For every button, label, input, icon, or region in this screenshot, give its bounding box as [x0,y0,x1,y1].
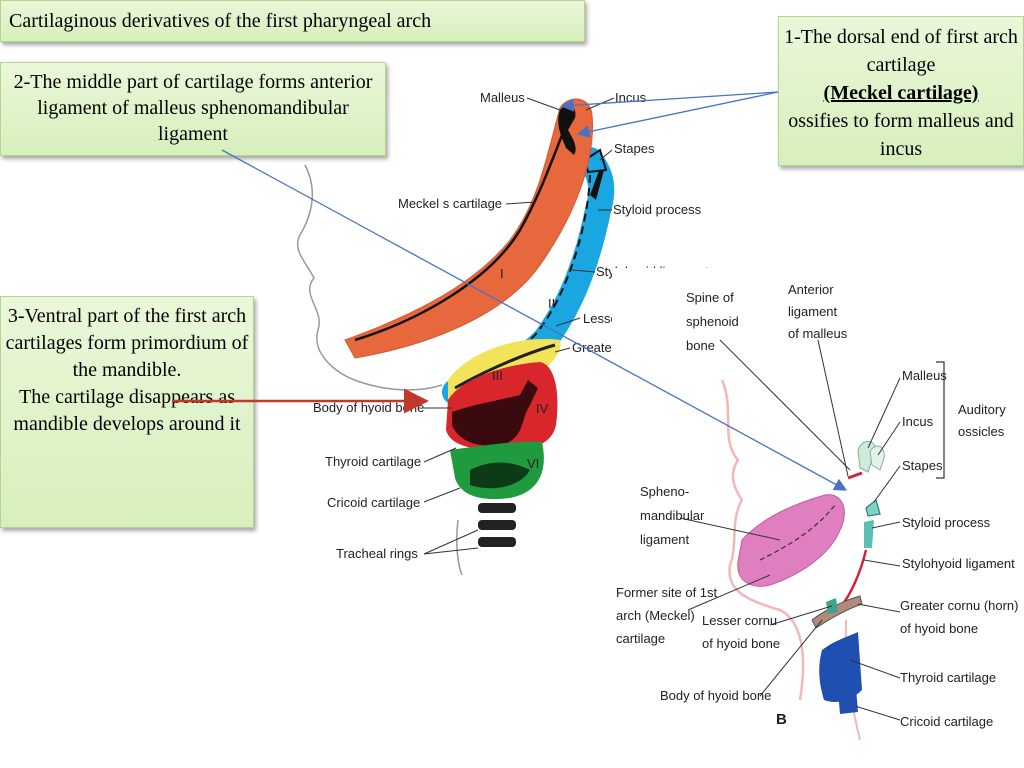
box1-meckel-bold: (Meckel cartilage) [823,82,979,104]
arrow-to-sphenomandibular [221,149,848,491]
left-label-cricoid: Cricoid cartilage [327,495,420,510]
left-label-stapes: Stapes [614,141,655,156]
callout-box-1: 1-The dorsal end of first arch cartilage… [778,16,1024,166]
box3-text-2: The cartilage disappears as mandible dev… [13,386,241,435]
right-label-spine-1: Spine of [686,290,734,305]
right-label-spheno-2: mandibular [640,508,705,523]
right-label-spheno-3: ligament [640,532,690,547]
left-label-tracheal: Tracheal rings [336,546,418,561]
right-label-incus: Incus [902,414,934,429]
neck-outline [456,519,463,576]
thyroid-cartilage-mark [452,380,538,446]
tracheal-ring-3 [478,537,516,547]
slide-title: Cartilaginous derivatives of the first p… [0,0,585,42]
left-label-lesser: Lesse [583,311,618,326]
right-leader-lines [679,339,901,721]
box3-text-1: 3-Ventral part of the first arch cartila… [5,305,249,381]
left-label-meckel: Meckel s cartilage [398,196,502,211]
tracheal-ring-1 [478,503,516,513]
right-label-stylohyoid: Stylohyoid ligament [902,556,1015,571]
left-figure: I II III IV VI Malleus Incus Stapes Meck… [296,90,709,576]
greater-cornu-mark [454,343,556,390]
right-label-former-3: cartilage [616,631,665,646]
numeral-VI: VI [527,456,539,471]
right-label-cricoid: Cricoid cartilage [900,714,993,729]
numeral-I: I [500,266,504,281]
ossicles-bracket [936,361,945,479]
thyroid-cartilage-shape [819,632,862,702]
box1-text: 1-The dorsal end of first arch cartilage [784,26,1018,76]
numeral-IV: IV [536,401,549,416]
right-label-thyroid: Thyroid cartilage [900,670,996,685]
right-label-spine-2: sphenoid [686,314,739,329]
cricoid-cartilage-shape [838,688,858,714]
right-label-ant-2: ligament [788,304,838,319]
right-label-body: Body of hyoid bone [660,688,771,703]
styloid-process-mark [590,168,604,200]
left-label-malleus: Malleus [480,90,525,105]
right-label-auditory-2: ossicles [958,424,1005,439]
right-label-greater-1: Greater cornu (horn) [900,598,1019,613]
right-label-ant-3: of malleus [788,326,848,341]
sphenomandibular-dash [759,504,836,561]
right-label-auditory-1: Auditory [958,402,1006,417]
face-outline [296,164,443,391]
left-label-greater: Greater [572,340,617,355]
tracheal-ring-2 [478,520,516,530]
meckel-cartilage-line [354,124,568,342]
malleus-incus-mark [558,105,576,155]
right-figure-letter: B [776,711,787,728]
right-label-styloid: Styloid process [902,515,991,530]
right-label-lesser-2: of hyoid bone [702,636,780,651]
anterior-ligament-mark [847,471,863,480]
right-label-former-2: arch (Meckel) [616,608,695,623]
right-label-greater-2: of hyoid bone [900,621,978,636]
stapes-shape [865,498,881,517]
right-label-malleus: Malleus [902,368,947,383]
right-label-spine-3: bone [686,338,715,353]
callout-box-3: 3-Ventral part of the first arch cartila… [0,296,254,528]
box2-text: 2-The middle part of cartilage forms ant… [13,71,373,145]
face-profile [720,379,805,701]
right-figure: Spine of sphenoid bone Anterior ligament… [616,282,1019,741]
right-label-spheno-1: Spheno- [640,484,689,499]
right-label-ant-1: Anterior [788,282,834,297]
left-label-hyoid: Body of hyoid bone [313,400,424,415]
arrow-to-incus [576,91,779,138]
former-meckel-site [737,494,845,587]
box1-text-2: ossifies to form malleus and incus [788,110,1014,160]
left-leader-lines [423,97,615,555]
arrow-to-malleus [560,91,779,112]
right-label-former-1: Former site of 1st [616,585,718,600]
numeral-II: II [548,296,555,311]
cricoid-cartilage-mark [470,462,530,489]
left-label-styloid: Styloid process [613,202,702,217]
styloid-process-shape [864,520,874,548]
callout-box-2: 2-The middle part of cartilage forms ant… [0,62,386,156]
right-label-lesser-1: Lesser cornu [702,613,777,628]
left-label-thyroid: Thyroid cartilage [325,454,421,469]
numeral-III: III [492,368,503,383]
right-label-stapes: Stapes [902,458,943,473]
